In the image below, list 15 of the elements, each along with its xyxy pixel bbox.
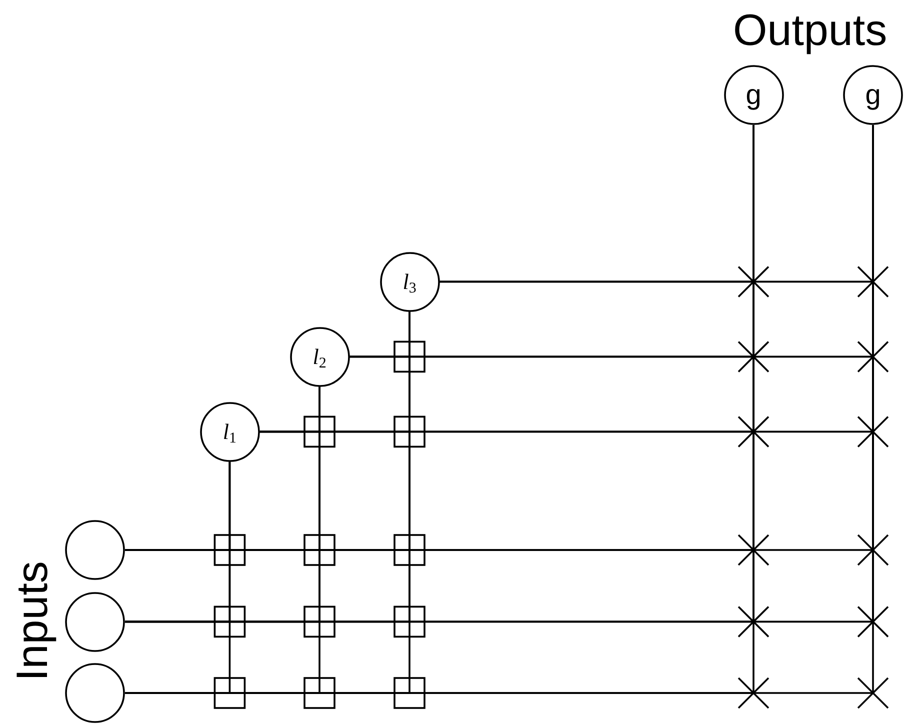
hidden-unit-circle bbox=[200, 402, 260, 462]
input-unit-circle bbox=[65, 520, 125, 580]
output-unit-circle bbox=[843, 65, 903, 125]
unit-label: l$_{3}$ bbox=[402, 270, 416, 293]
unit-label: g bbox=[746, 81, 762, 109]
input-unit-circle bbox=[65, 592, 125, 652]
unit-label: l$_{2}$ bbox=[312, 346, 326, 368]
input-unit-circle bbox=[65, 663, 125, 723]
unit-label: l$_{1}$ bbox=[222, 420, 236, 443]
output-unit-circle bbox=[724, 65, 784, 125]
unit-label: g bbox=[865, 81, 881, 109]
hidden-unit-circle bbox=[290, 326, 350, 387]
group-label: Outputs bbox=[733, 9, 888, 53]
group-label: Inputs bbox=[11, 561, 55, 681]
hidden-unit-circle bbox=[380, 252, 440, 312]
